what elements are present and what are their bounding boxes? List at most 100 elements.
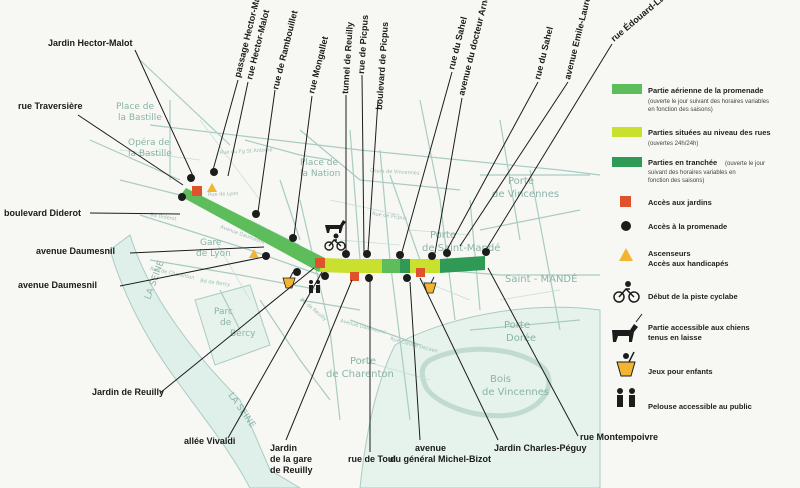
gare-lyon-2: de Lyon bbox=[196, 249, 231, 259]
legend-trench-sub-2: suivant des horaires variables en bbox=[648, 170, 736, 176]
label-charles-peguy: Jardin Charles-Péguy bbox=[494, 443, 587, 453]
place-nation-1: Place de bbox=[300, 158, 339, 168]
walk-access-dot bbox=[342, 250, 350, 258]
promenade-route bbox=[180, 188, 485, 273]
label-vivaldi: allée Vivaldi bbox=[184, 436, 235, 446]
street-name: Bd de Bercy bbox=[200, 278, 231, 288]
label-traversiere: rue Traversière bbox=[18, 101, 83, 111]
legend-aerial-sub-2: en fonction des saisons) bbox=[648, 107, 713, 113]
leader-lines bbox=[77, 43, 613, 452]
walk-access-dot bbox=[262, 252, 270, 260]
legend-aerial-title: Partie aérienne de la promenade bbox=[648, 86, 763, 95]
walk-access-dot bbox=[363, 250, 371, 258]
bois-de-vincennes-area bbox=[359, 306, 601, 488]
legend-street-sub: (ouvertes 24h/24h) bbox=[648, 141, 698, 147]
place-bastille-2: la Bastille bbox=[118, 113, 162, 123]
walk-access-markers bbox=[178, 168, 490, 282]
legend-aerial-swatch bbox=[612, 84, 642, 94]
legend: Partie aérienne de la promenade (ouverte… bbox=[612, 84, 771, 411]
parc-bercy-area bbox=[194, 284, 271, 366]
route-trench-section-2 bbox=[440, 256, 485, 273]
legend-kids-icon bbox=[616, 351, 636, 377]
street-name: Bd Diderot bbox=[150, 212, 177, 223]
legend-bike: Début de la piste cyclabe bbox=[648, 292, 738, 301]
legend-elevator-icon bbox=[619, 248, 633, 261]
label-mongallet: rue Mongallet bbox=[306, 35, 330, 94]
walk-access-dot bbox=[252, 210, 260, 218]
label-rambouillet: rue de Rambouillet bbox=[270, 9, 299, 90]
bois-vincennes-2: de Vincennes bbox=[482, 387, 549, 398]
gare-lyon-1: Gare bbox=[200, 238, 222, 248]
walk-access-dot bbox=[428, 252, 436, 260]
elevator-marker bbox=[207, 183, 217, 192]
label-gare-reuilly-1: Jardin bbox=[270, 443, 297, 453]
legend-bike-icon bbox=[613, 281, 640, 303]
parc-bercy-3: Bercy bbox=[230, 329, 256, 339]
saint-mande: Saint - MANDÉ bbox=[505, 272, 577, 285]
legend-lawn-icon bbox=[617, 388, 635, 407]
opera-bastille-1: Opéra de bbox=[128, 137, 170, 148]
legend-walk-dot-icon bbox=[621, 221, 631, 231]
label-rue-toul: rue de Toul bbox=[348, 454, 396, 464]
route-trench-section-1 bbox=[400, 259, 410, 273]
label-rue-sahel-2: rue du Sahel bbox=[532, 26, 555, 81]
legend-dogs-1: Partie accessible aux chiens bbox=[648, 323, 750, 332]
legend-garden-access: Accès aux jardins bbox=[648, 198, 712, 207]
map-kids-icon bbox=[282, 271, 296, 289]
map-dog-icon bbox=[325, 220, 346, 233]
street-name: Cours de Vincennes bbox=[370, 168, 420, 177]
legend-trench-title: Parties en tranchée bbox=[648, 158, 717, 167]
garden-access-marker bbox=[192, 186, 202, 196]
garden-access-marker bbox=[350, 272, 359, 281]
porte-saint-mande-1: Porte bbox=[430, 230, 456, 241]
label-tunnel-reuilly: tunnel de Reuilly bbox=[340, 22, 355, 95]
legend-street-title: Parties situées au niveau des rues bbox=[648, 128, 771, 137]
label-hector-malot: Jardin Hector-Malot bbox=[48, 38, 133, 48]
legend-trench-swatch bbox=[612, 157, 642, 167]
label-jardin-reuilly: Jardin de Reuilly bbox=[92, 387, 164, 397]
place-bastille-1: Place de bbox=[116, 102, 155, 112]
legend-trench-sub-3: fonction des saisons) bbox=[648, 178, 704, 184]
parc-bercy-2: de bbox=[220, 318, 232, 328]
label-emile-laurent: avenue Emile-Laurent bbox=[562, 0, 594, 80]
route-street-section-1 bbox=[319, 258, 348, 273]
walk-access-dot bbox=[293, 268, 301, 276]
walk-access-dot bbox=[178, 193, 186, 201]
legend-street-swatch bbox=[612, 127, 642, 137]
walk-access-dot bbox=[365, 274, 373, 282]
porte-charenton-1: Porte bbox=[350, 356, 376, 367]
legend-lawn: Pelouse accessible au public bbox=[648, 402, 752, 411]
legend-dogs-2: tenus en laisse bbox=[648, 333, 702, 342]
route-aerial-section bbox=[180, 188, 325, 272]
label-michel-bizot-2: du général Michel-Bizot bbox=[390, 454, 491, 464]
legend-elevators-2: Accès aux handicapés bbox=[648, 259, 728, 268]
legend-aerial-sub-1: (ouverte le jour suivant des horaires va… bbox=[648, 99, 769, 105]
legend-dog-icon bbox=[612, 313, 643, 342]
label-gare-reuilly-2: de la gare bbox=[270, 454, 312, 464]
street-name: Rue de Lyon bbox=[208, 191, 239, 198]
parc-bercy-1: Parc bbox=[214, 307, 233, 317]
garden-access-markers bbox=[192, 186, 425, 281]
legend-garden-square-icon bbox=[620, 196, 631, 207]
garden-access-marker bbox=[416, 268, 425, 277]
bois-vincennes-1: Bois bbox=[490, 374, 511, 385]
elevator-markers bbox=[207, 183, 259, 258]
walk-access-dot bbox=[396, 251, 404, 259]
garden-access-marker bbox=[315, 258, 325, 268]
walk-access-dot bbox=[443, 249, 451, 257]
label-diderot: boulevard Diderot bbox=[4, 208, 81, 218]
map-bike-icon bbox=[324, 233, 346, 251]
label-arnold-netter: avenue du docteur Arnold-Netter bbox=[456, 0, 500, 96]
route-green-junction bbox=[382, 259, 400, 273]
porte-charenton-2: de Charenton bbox=[326, 369, 394, 380]
street-name: Rue de Picpus bbox=[372, 211, 408, 222]
label-rue-picpus: rue de Picpus bbox=[356, 15, 370, 75]
legend-elevators-1: Ascenseurs bbox=[648, 249, 691, 258]
walk-access-dot bbox=[403, 274, 411, 282]
label-edouard-lartet: rue Édouard-Lartet bbox=[609, 0, 677, 44]
walk-access-dot bbox=[321, 272, 329, 280]
walk-access-dot bbox=[482, 248, 490, 256]
opera-bastille-2: la Bastille bbox=[128, 149, 172, 159]
label-daumesnil-1: avenue Daumesnil bbox=[36, 246, 115, 256]
